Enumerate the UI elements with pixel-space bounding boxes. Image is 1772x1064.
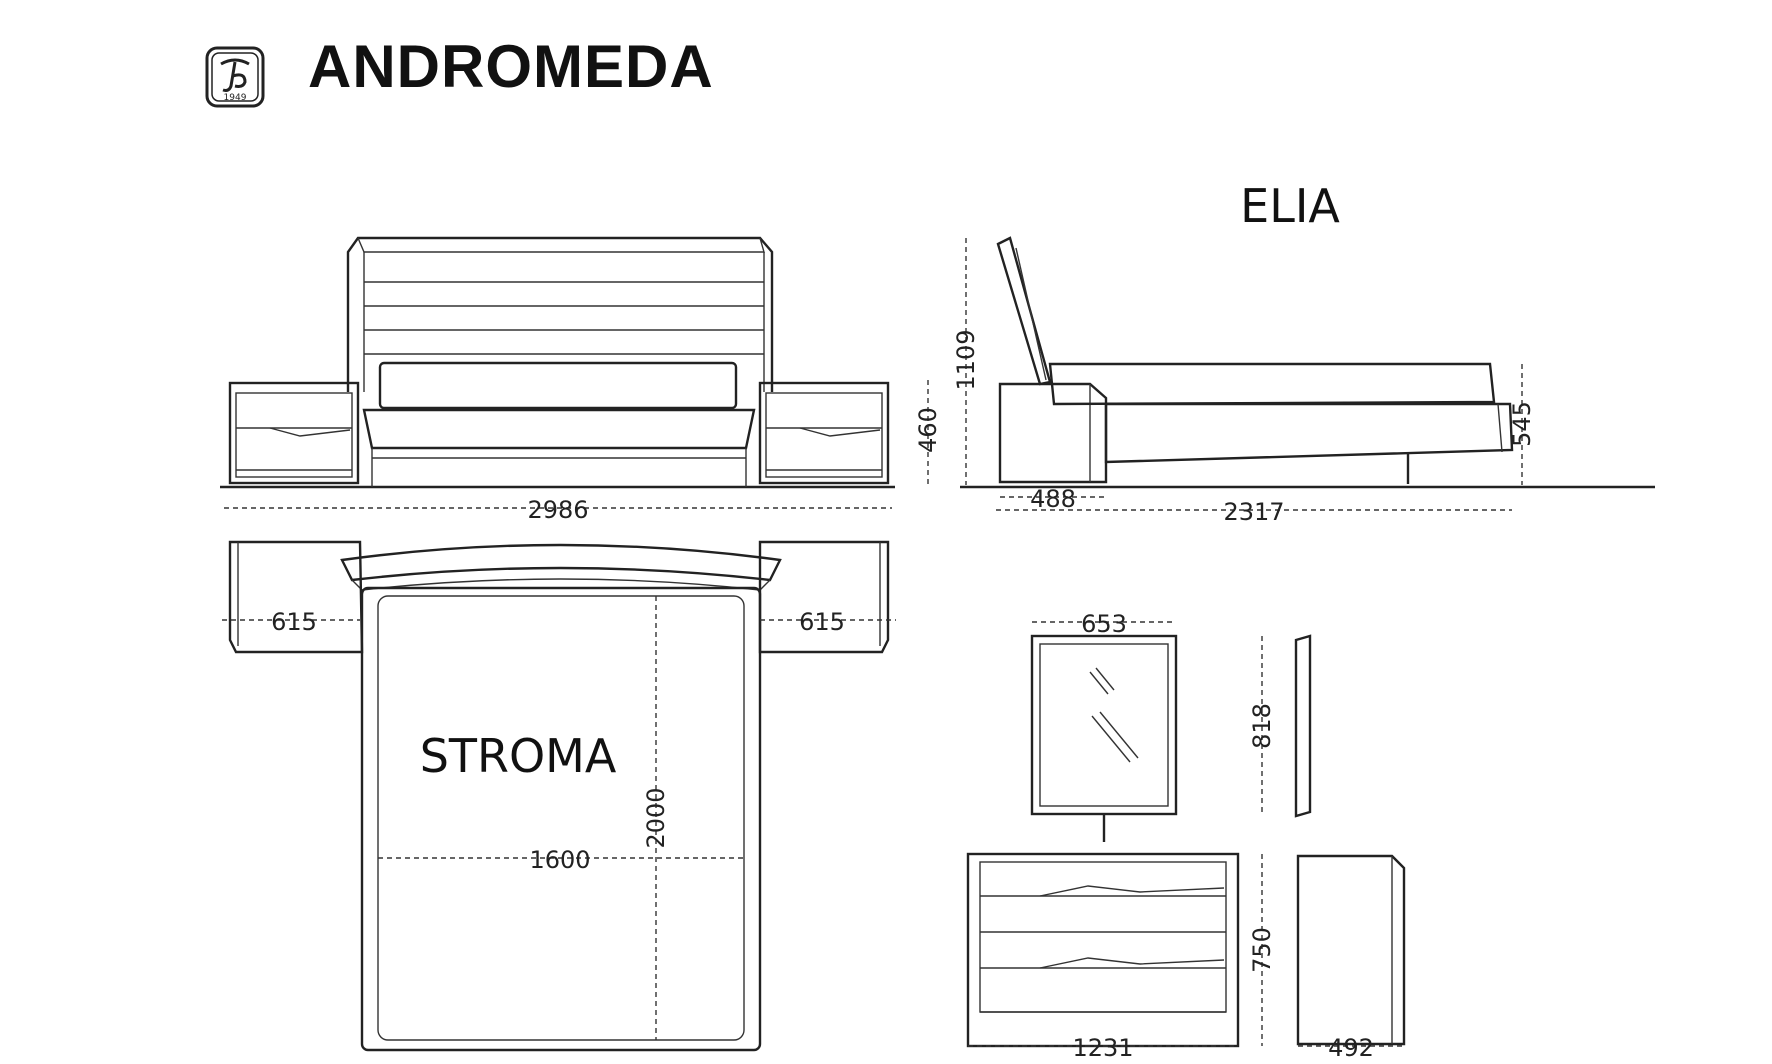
dim-dresser-width: 1231: [1072, 1034, 1133, 1062]
product-label-stroma: STROMA: [420, 729, 617, 783]
brand-seal-icon: 1949: [205, 46, 265, 108]
bed-top-view: 1600 2000 STROMA 615 615: [222, 540, 896, 1052]
dim-mattress-width: 1600: [529, 846, 590, 874]
dim-side-length: 2317: [1223, 498, 1284, 526]
dim-side-depth-small: 488: [1030, 485, 1076, 513]
dim-headboard-height: 1109: [952, 329, 980, 390]
dim-mirror-width: 653: [1081, 610, 1127, 638]
mirror-view: 653 818: [1030, 610, 1312, 842]
dim-mattress-length: 2000: [642, 787, 670, 848]
bed-side-view: ELIA 1109 545 488 2317: [952, 179, 1655, 526]
dim-nightstand-height: 460: [914, 407, 942, 453]
dim-mirror-height: 818: [1248, 703, 1276, 749]
dim-total-width: 2986: [527, 496, 588, 524]
dresser-view: 1231 750 492: [966, 852, 1406, 1062]
dim-nightstand-right-depth: 615: [799, 608, 845, 636]
dim-nightstand-left-depth: 615: [271, 608, 317, 636]
logo-year: 1949: [224, 93, 247, 103]
dim-side-height: 545: [1508, 401, 1536, 447]
bed-front-view: 2986 460: [220, 236, 942, 524]
dim-dresser-depth: 492: [1328, 1034, 1374, 1062]
page-title: ANDROMEDA: [308, 33, 714, 100]
dim-dresser-height: 750: [1248, 927, 1276, 973]
product-label-elia: ELIA: [1240, 179, 1340, 233]
